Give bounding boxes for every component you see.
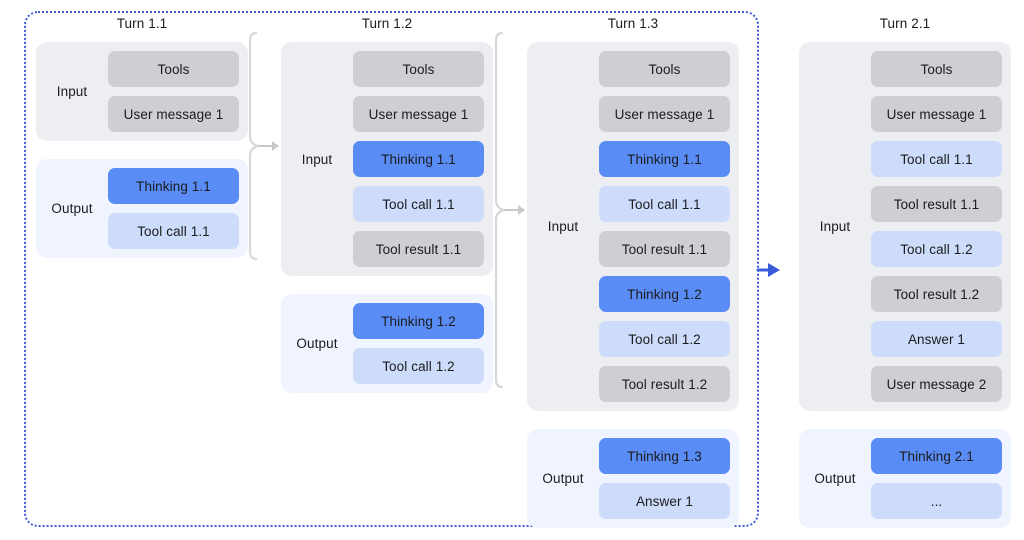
item-box[interactable]: Tool call 1.2 xyxy=(599,321,730,357)
item-box[interactable]: Tool result 1.2 xyxy=(599,366,730,402)
item-box[interactable]: Tool result 1.1 xyxy=(353,231,484,267)
column-title: Turn 1.2 xyxy=(361,16,413,31)
section-label-output: Output xyxy=(296,336,338,351)
column-title: Turn 1.1 xyxy=(116,16,168,31)
item-box[interactable]: Thinking 1.2 xyxy=(353,303,484,339)
section-label-input: Input xyxy=(56,84,88,99)
item-list: Thinking 2.1... xyxy=(871,429,1011,528)
item-box[interactable]: Tools xyxy=(871,51,1002,87)
item-box[interactable]: Thinking 1.1 xyxy=(599,141,730,177)
item-box[interactable]: ... xyxy=(871,483,1002,519)
section-label-input: Input xyxy=(301,151,333,167)
item-box[interactable]: User message 1 xyxy=(353,96,484,132)
item-box[interactable]: Tool call 1.1 xyxy=(599,186,730,222)
item-box[interactable]: Thinking 1.3 xyxy=(599,438,730,474)
item-box[interactable]: Answer 1 xyxy=(871,321,1002,357)
item-box[interactable]: Tool call 1.2 xyxy=(353,348,484,384)
section-label-input: Input xyxy=(819,219,851,234)
item-box[interactable]: Tools xyxy=(353,51,484,87)
item-box[interactable]: Thinking 1.1 xyxy=(108,168,239,204)
item-box[interactable]: User message 1 xyxy=(599,96,730,132)
item-box[interactable]: Answer 1 xyxy=(599,483,730,519)
item-box[interactable]: Tool call 1.1 xyxy=(108,213,239,249)
item-box[interactable]: User message 1 xyxy=(871,96,1002,132)
item-box[interactable]: Tools xyxy=(108,51,239,87)
item-box[interactable]: Tool result 1.1 xyxy=(871,186,1002,222)
item-box[interactable]: Tool call 1.1 xyxy=(871,141,1002,177)
column-title: Turn 2.1 xyxy=(879,16,931,31)
item-box[interactable]: Tools xyxy=(599,51,730,87)
item-box[interactable]: User message 2 xyxy=(871,366,1002,402)
section-label-input: Input xyxy=(547,219,579,234)
item-box[interactable]: User message 1 xyxy=(108,96,239,132)
item-box[interactable]: Tool result 1.1 xyxy=(599,231,730,267)
item-box[interactable]: Tool result 1.2 xyxy=(871,276,1002,312)
section-label-output: Output xyxy=(814,471,856,486)
item-box[interactable]: Thinking 1.1 xyxy=(353,141,484,177)
item-box[interactable]: Thinking 2.1 xyxy=(871,438,1002,474)
section-label-output: Output xyxy=(51,201,93,216)
item-box[interactable]: Thinking 1.2 xyxy=(599,276,730,312)
section-output-turn-2-1: Output Thinking 2.1... xyxy=(799,429,1011,528)
item-box[interactable]: Tool call 1.1 xyxy=(353,186,484,222)
arrow-turn1-to-turn2-icon xyxy=(756,263,780,277)
item-box[interactable]: Tool call 1.2 xyxy=(871,231,1002,267)
column-title: Turn 1.3 xyxy=(607,16,659,31)
section-label-output: Output xyxy=(542,471,584,486)
